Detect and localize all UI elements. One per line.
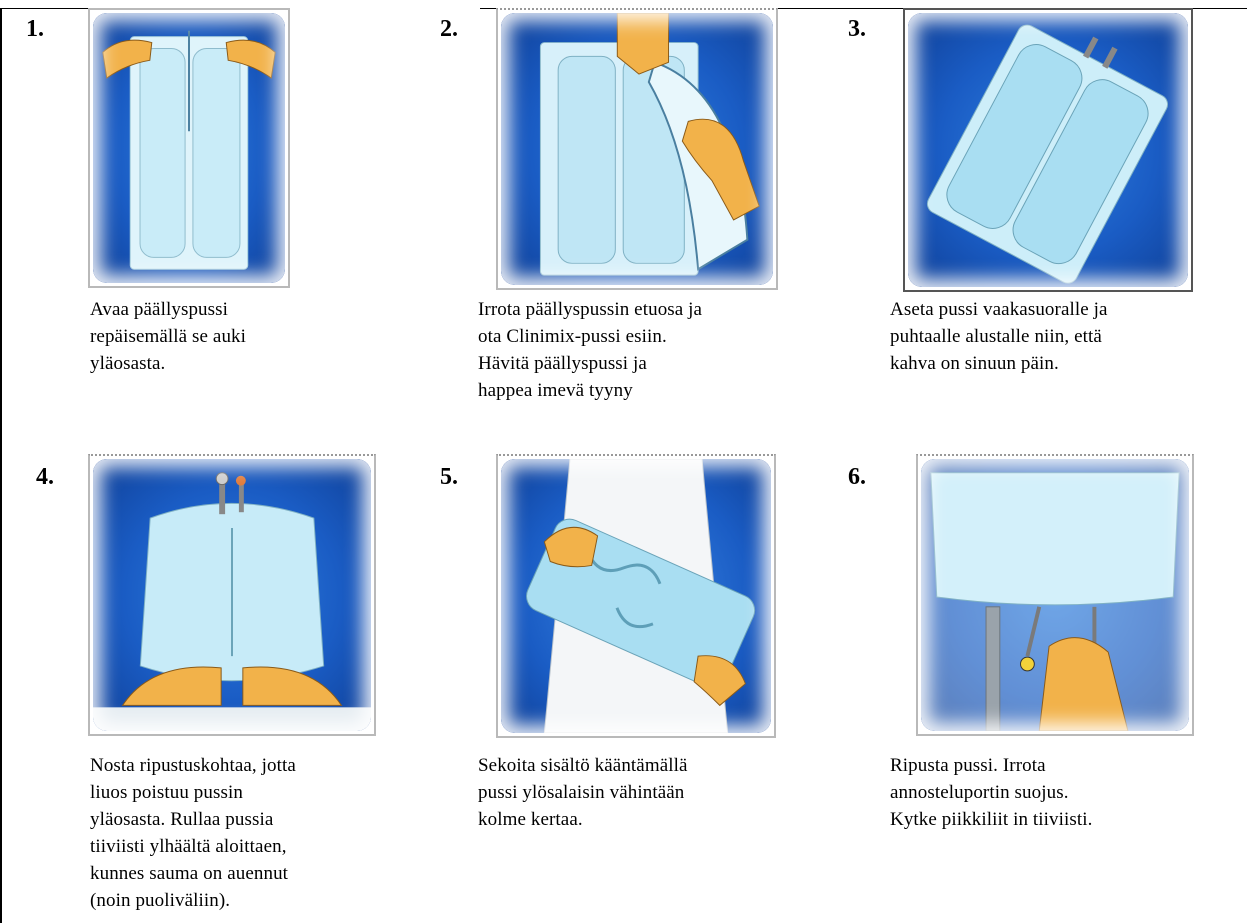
step-number: 2.: [440, 16, 458, 42]
step-number: 1.: [26, 16, 44, 42]
step-number: 6.: [848, 464, 866, 490]
step-caption: Nosta ripustuskohtaa, jotta liuos poistu…: [90, 752, 410, 914]
top-border-line: [1193, 8, 1247, 9]
bag-hanging-illustration-icon: [916, 454, 1194, 736]
step-caption: Sekoita sisältö kääntämällä pussi ylösal…: [478, 752, 818, 833]
step-caption: Ripusta pussi. Irrota annosteluportin su…: [890, 752, 1230, 833]
bag-opening-illustration-icon: [88, 8, 290, 288]
step-number: 5.: [440, 464, 458, 490]
left-border-line: [0, 8, 2, 923]
bag-on-surface-illustration-icon: [903, 8, 1193, 292]
step-caption: Avaa päällyspussi repäisemällä se auki y…: [90, 296, 390, 377]
bag-mixing-illustration-icon: [496, 454, 776, 738]
bag-removing-illustration-icon: [496, 8, 778, 290]
top-border-line: [480, 8, 496, 9]
step-caption: Irrota päällyspussin etuosa ja ota Clini…: [478, 296, 818, 404]
bag-rolling-illustration-icon: [88, 454, 376, 736]
step-number: 4.: [36, 464, 54, 490]
top-border-line: [0, 8, 90, 9]
top-border-line: [778, 8, 903, 9]
step-number: 3.: [848, 16, 866, 42]
step-caption: Aseta pussi vaakasuoralle ja puhtaalle a…: [890, 296, 1230, 377]
